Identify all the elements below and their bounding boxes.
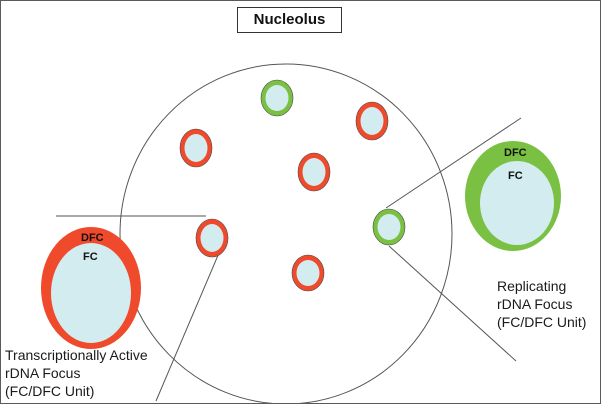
replicating-unit-fc-label: FC — [508, 170, 523, 182]
active-focus-label-line: Transcriptionally Active — [5, 347, 148, 363]
connector-right-top — [385, 117, 522, 209]
connector-left-bottom — [155, 252, 220, 402]
active-focus-label: Transcriptionally Active rDNA Focus (FC/… — [5, 346, 148, 400]
replicating-unit-dfc-label: DFC — [504, 147, 527, 159]
replicating-focus-label-line: (FC/DFC Unit) — [497, 314, 587, 330]
active-unit-fc-label: FC — [83, 251, 98, 263]
replicating-focus-label-line: Replicating — [497, 278, 567, 294]
replicating-focus-label: Replicating rDNA Focus (FC/DFC Unit) — [497, 277, 586, 331]
active-unit-fc-core — [51, 243, 131, 343]
active-focus — [179, 128, 213, 168]
replicating-unit-fc-core — [480, 161, 554, 245]
nucleolus-title: Nucleolus — [237, 7, 342, 33]
active-focus — [291, 254, 325, 292]
replicating-focus-label-line: rDNA Focus — [497, 296, 573, 312]
focus-core — [302, 158, 326, 186]
focus-core — [360, 107, 384, 135]
connector-lines — [56, 117, 522, 402]
focus-core — [265, 85, 289, 111]
replicating-focus — [372, 208, 406, 246]
connector-right-bottom — [388, 245, 517, 362]
foci-layer — [179, 79, 406, 292]
active-unit-enlarged: DFC FC — [41, 227, 141, 349]
replicating-focus — [260, 79, 294, 117]
active-focus — [355, 101, 389, 141]
active-focus-label-line: (FC/DFC Unit) — [5, 383, 95, 399]
active-unit-dfc-label: DFC — [81, 232, 104, 244]
focus-core — [184, 134, 208, 162]
active-focus-label-line: rDNA Focus — [5, 365, 81, 381]
replicating-unit-enlarged: DFC FC — [465, 141, 561, 251]
focus-core — [296, 260, 320, 286]
nucleolus-boundary — [119, 63, 453, 403]
focus-core — [377, 214, 401, 240]
active-focus — [297, 152, 331, 192]
focus-core — [200, 224, 224, 252]
active-focus — [195, 218, 229, 258]
